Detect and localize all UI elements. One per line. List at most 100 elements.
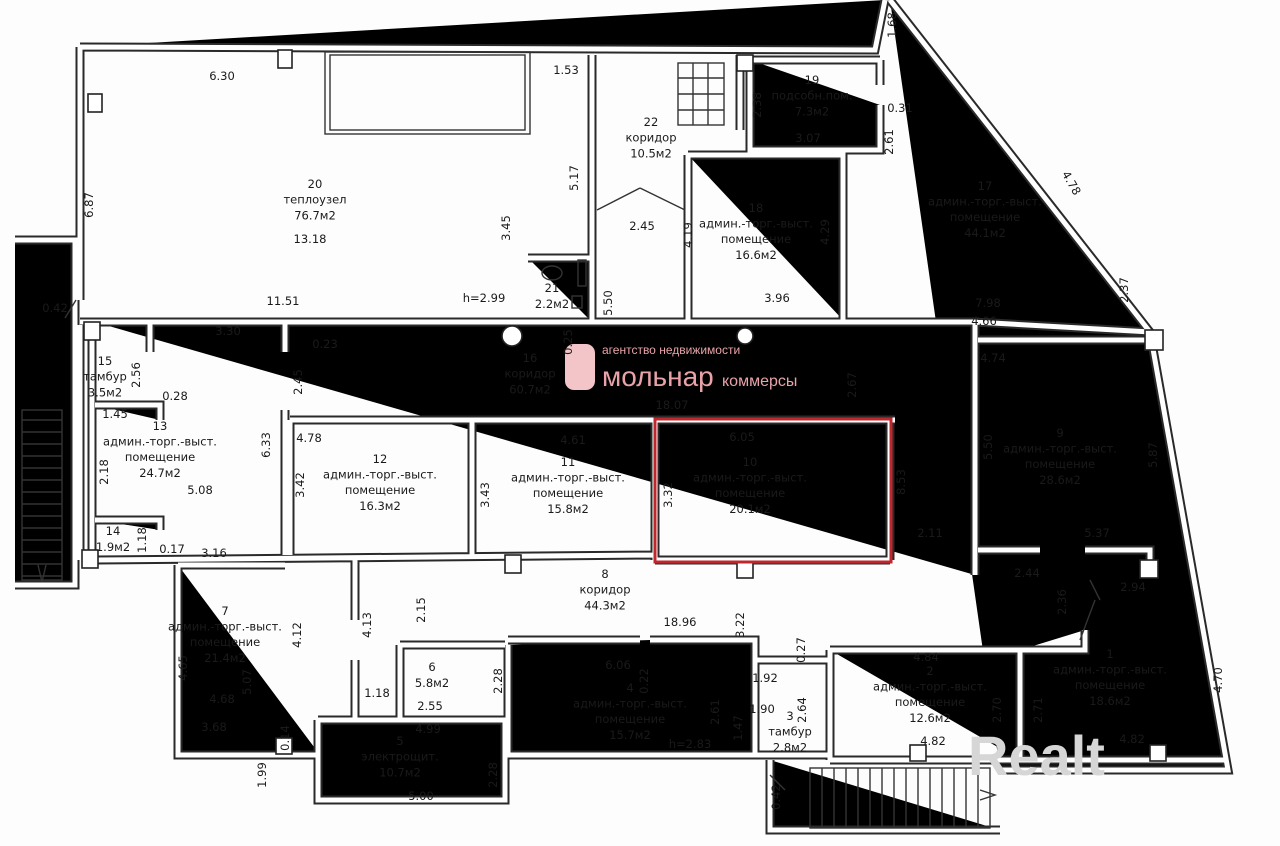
dimension-label: 2.55 [417,699,443,713]
room-name: подсобн.пом. [771,89,852,103]
room-name: помещение [533,486,603,500]
room-21[interactable]: 212.2м2 [535,281,569,311]
dimension-label: 5.37 [1084,526,1110,540]
dimension-label: 5.07 [240,669,254,695]
room-number: 6 [428,660,435,674]
room-14[interactable]: 14 1.9м2 [96,524,130,554]
dimension-label: 0.14 [278,725,292,751]
room-number: 10 [743,455,758,469]
room-name: помещение [950,210,1020,224]
room-area: 28.6м2 [1039,473,1081,487]
dimension-label: 0.28 [162,389,188,403]
room-area: 3.5м2 [88,386,122,400]
dimension-label: 2.11 [917,526,943,540]
room-area: 1.9м2 [96,540,130,554]
dimension-label: 4.84 [913,650,939,664]
room-name: теплоузел [283,193,346,207]
room-number: 17 [978,179,993,193]
room-number: 3 [786,709,793,723]
dimension-label: 3.42 [293,472,307,498]
dimension-label: 6.30 [209,69,235,83]
columns [81,49,1167,762]
dimension-label: 13.18 [294,232,327,246]
dimension-label: 2.15 [414,597,428,623]
room-number: 14 [106,524,121,538]
dimension-label: h=2.99 [463,291,506,305]
room-number: 2 [926,664,933,678]
dimension-label: 0.25 [561,329,575,355]
dimension-label: 3.96 [764,291,790,305]
dimension-label: 4.65 [176,655,190,681]
room-number: 5 [396,734,403,748]
room-name: админ.-торг.-выст. [511,471,625,485]
room-name: помещение [190,635,260,649]
room-area: 16.6м2 [735,248,777,262]
room-number: 4 [626,681,633,695]
dimension-label: 1.99 [255,762,269,788]
dimension-label: 5.17 [567,165,581,191]
dimension-label: 5.00 [408,789,434,803]
dimension-label: 6.05 [729,430,755,444]
dimension-label: 4.29 [818,219,832,245]
dimension-label: h=2.83 [669,737,712,751]
room-area: 2.8м2 [773,741,807,755]
dimension-label: 3.16 [201,546,227,560]
room-area: 10.5м2 [630,147,672,161]
room-name: админ.-торг.-выст. [699,217,813,231]
walls [15,0,1228,830]
room-name: админ.-торг.-выст. [928,195,1042,209]
room-name: тамбур [83,370,127,384]
highlighted-room-10-outline[interactable] [653,417,893,564]
room-number: 18 [749,201,764,215]
dimension-label: 18.07 [656,398,689,412]
dimension-label: 1.68 [885,12,899,38]
room-area: 2.2м2 [535,297,569,311]
watermark: агентство недвижимости мольнар коммерсы … [565,343,1105,787]
room-18[interactable]: 18 админ.-торг.-выст.помещение 16.6м2 [699,201,813,262]
dimension-label: 1.45 [102,407,128,421]
dimension-label: 4.82 [920,734,946,748]
dimension-label: 2.45 [291,369,305,395]
dimension-label: 2.38 [750,92,764,118]
dimension-label: 2.71 [1031,697,1045,723]
room-name: помещение [721,232,791,246]
dimension-label: 2.67 [845,372,859,398]
dimension-label: 6.33 [259,432,273,458]
room-number: 19 [805,73,820,87]
room-number: 20 [308,177,323,191]
room-name: админ.-торг.-выст. [168,620,282,634]
dimension-label: 5.08 [187,483,213,497]
room-name: помещение [1025,457,1095,471]
dimension-label: 4.70 [1211,667,1225,693]
room-6[interactable]: 65.8м2 [415,660,449,690]
dimension-label: 4.12 [290,622,304,648]
dimension-label: 2.44 [1014,566,1040,580]
dimension-label: 5.87 [1146,442,1160,468]
room-20[interactable]: 20 теплоузел 76.7м2 [283,177,346,223]
room-area: 44.3м2 [584,599,626,613]
watermark-brand-sub: коммерсы [722,373,797,390]
dimension-label: 2.28 [491,668,505,694]
room-area: 76.7м2 [294,209,336,223]
dimension-label: 2.28 [486,762,500,788]
dimension-label: 11.51 [267,294,300,308]
